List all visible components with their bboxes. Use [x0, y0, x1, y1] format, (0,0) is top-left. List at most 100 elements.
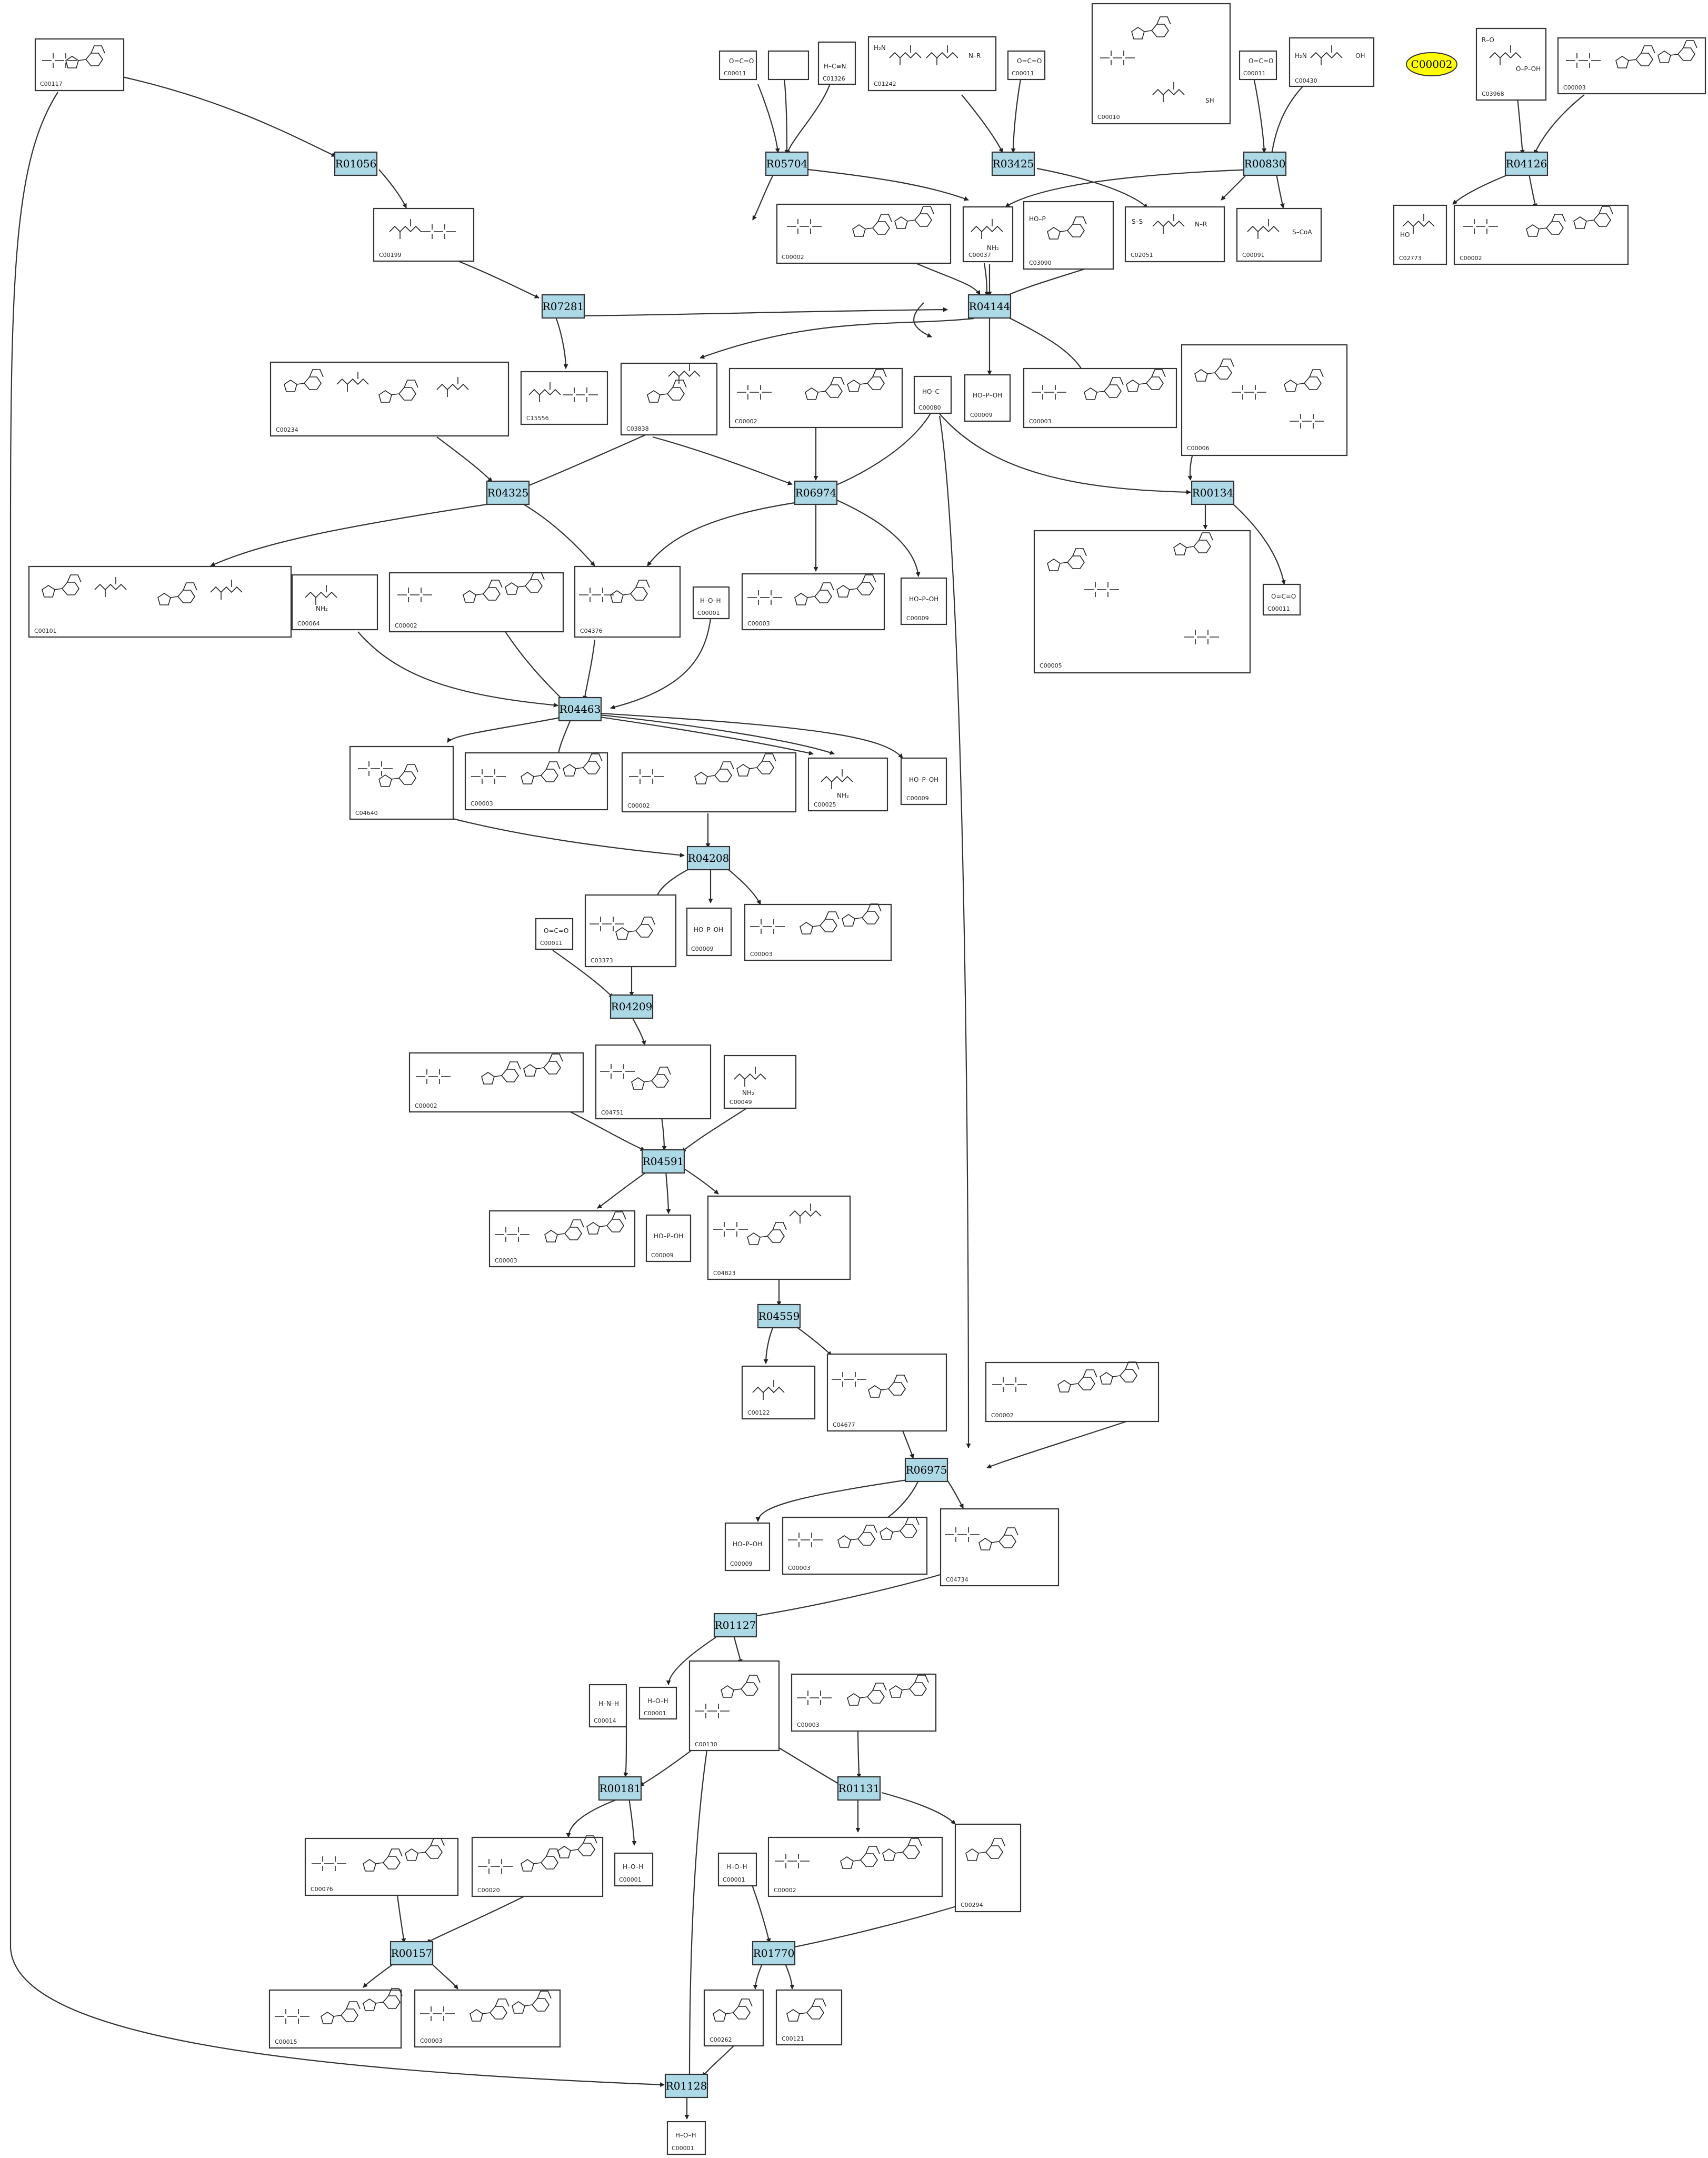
- svg-text:H₂N: H₂N: [1295, 52, 1307, 59]
- reaction-node-r04208[interactable]: R04208: [686, 846, 731, 871]
- reaction-node-r04144[interactable]: R04144: [967, 294, 1012, 319]
- compound-node[interactable]: C15556: [520, 371, 608, 425]
- highlight-compound-oval[interactable]: C00002: [1406, 52, 1457, 76]
- compound-node[interactable]: C04734: [940, 1508, 1060, 1587]
- reaction-node-r04209[interactable]: R04209: [610, 994, 654, 1019]
- compound-node[interactable]: C00002: [767, 1836, 943, 1897]
- compound-node[interactable]: C00003: [488, 1210, 636, 1268]
- edge: [983, 263, 990, 296]
- reaction-node-r01131[interactable]: R01131: [837, 1776, 881, 1801]
- compound-node[interactable]: C00002: [985, 1361, 1160, 1423]
- compound-label: C00011: [1243, 70, 1266, 77]
- reaction-node-r01127[interactable]: R01127: [713, 1613, 757, 1638]
- compound-node[interactable]: C00002: [1453, 204, 1629, 265]
- compound-node[interactable]: C00002: [776, 203, 952, 264]
- reaction-node-r00830[interactable]: R00830: [1243, 151, 1287, 176]
- compound-node[interactable]: C03838: [620, 362, 718, 436]
- compound-node[interactable]: C04376: [574, 565, 681, 638]
- compound-node[interactable]: C00101: [28, 565, 292, 638]
- compound-node[interactable]: C00002: [728, 367, 903, 429]
- reaction-node-r04463[interactable]: R04463: [558, 697, 602, 722]
- reaction-node-r00181[interactable]: R00181: [598, 1776, 642, 1801]
- reaction-node-r01770[interactable]: R01770: [752, 1941, 796, 1966]
- reaction-node-r06975[interactable]: R06975: [904, 1457, 948, 1483]
- compound-node[interactable]: C00005: [1033, 530, 1251, 674]
- compound-node[interactable]: C04640: [349, 745, 454, 820]
- compound-node[interactable]: C04677: [826, 1353, 947, 1432]
- compound-node[interactable]: C00122: [741, 1365, 816, 1420]
- compound-node[interactable]: C00006: [1181, 344, 1348, 456]
- compound-node[interactable]: [767, 50, 810, 81]
- compound-node[interactable]: C00003: [1023, 367, 1177, 429]
- compound-node[interactable]: C00117: [34, 38, 125, 92]
- reaction-node-r03425[interactable]: R03425: [991, 151, 1035, 176]
- compound-node[interactable]: C00121: [775, 1989, 843, 2046]
- compound-node[interactable]: C00130: [688, 1660, 780, 1752]
- compound-node[interactable]: C00002: [388, 572, 564, 633]
- compound-node[interactable]: C00294: [954, 1823, 1022, 1913]
- reaction-node-r01128[interactable]: R01128: [664, 2073, 708, 2099]
- compound-node[interactable]: C00003: [744, 903, 892, 961]
- reaction-node-r00134[interactable]: R00134: [1191, 480, 1235, 505]
- compound-node[interactable]: C00003: [414, 1989, 561, 2048]
- compound-node[interactable]: C03373: [584, 894, 677, 968]
- reaction-node-r04126[interactable]: R04126: [1504, 151, 1549, 176]
- compound-node[interactable]: C04823: [707, 1195, 851, 1280]
- compound-node[interactable]: C00003: [464, 752, 608, 811]
- reaction-node-r04325[interactable]: R04325: [486, 480, 530, 505]
- compound-label: C00001: [619, 1876, 642, 1883]
- reaction-node-r04591[interactable]: R04591: [641, 1149, 685, 1174]
- compound-node[interactable]: C00003: [782, 1516, 928, 1575]
- compound-node[interactable]: C00015: [268, 1988, 403, 2049]
- reaction-node-r04559[interactable]: R04559: [757, 1304, 801, 1329]
- compound-node[interactable]: C00199: [373, 207, 475, 262]
- compound-node[interactable]: C00234: [269, 361, 510, 437]
- reaction-node-r01056[interactable]: R01056: [334, 151, 378, 176]
- compound-node[interactable]: C04751: [595, 1044, 712, 1120]
- reaction-node-r07281[interactable]: R07281: [541, 294, 585, 319]
- compound-node[interactable]: C00020: [471, 1835, 604, 1897]
- reaction-node-r06974[interactable]: R06974: [794, 480, 838, 505]
- compound-node[interactable]: C00262: [703, 1989, 764, 2047]
- compound-node[interactable]: C00003: [1557, 37, 1706, 95]
- edge: [1221, 173, 1248, 201]
- reaction-node-r00157[interactable]: R00157: [389, 1941, 434, 1966]
- compound-node[interactable]: C00003: [791, 1673, 937, 1732]
- reaction-node-r05704[interactable]: R05704: [765, 151, 809, 176]
- compound-node[interactable]: C00002: [621, 752, 797, 813]
- compound-node[interactable]: C00003: [741, 573, 885, 631]
- compound-node[interactable]: C00076: [304, 1837, 459, 1896]
- compound-node[interactable]: C00002: [408, 1052, 584, 1113]
